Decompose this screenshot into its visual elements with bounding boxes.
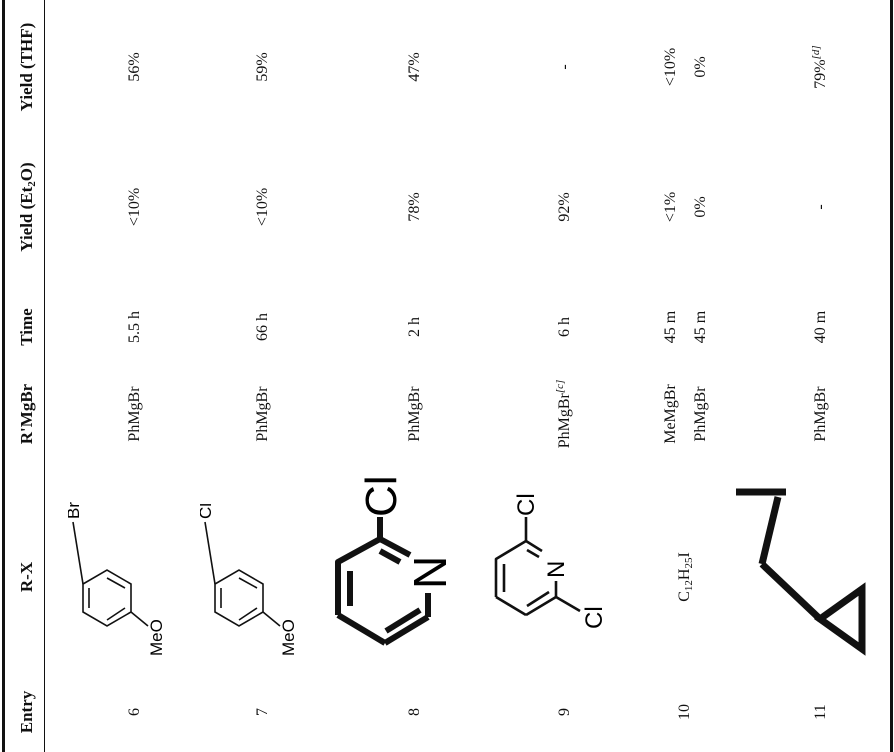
label-cl-right: Cl bbox=[513, 493, 540, 516]
yield-et2o-cell: <10% bbox=[126, 187, 143, 227]
structure-2-6-dichloropyridine: N Cl Cl bbox=[494, 493, 608, 629]
top-rule bbox=[2, 0, 5, 752]
label-cl: Cl bbox=[200, 503, 215, 519]
formula-h: H bbox=[676, 568, 693, 581]
label-n: N bbox=[404, 556, 456, 589]
header-yield-et2o-post: O) bbox=[17, 162, 36, 182]
yield-et2o-cell: 78% bbox=[406, 192, 423, 222]
reagent-cell: PhMgBr bbox=[254, 386, 271, 442]
structure-iodomethylcyclopropane bbox=[736, 488, 866, 656]
entry-cell: 8 bbox=[406, 708, 423, 716]
label-cl-left: Cl bbox=[581, 606, 608, 629]
label-cl: Cl bbox=[357, 475, 406, 517]
yield-thf-text: 79% bbox=[812, 59, 829, 89]
structure-2-chloropyridine: N Cl bbox=[335, 475, 456, 646]
time-cell: 66 h bbox=[254, 313, 271, 341]
header-yield-et2o: Yield (Et2O) bbox=[17, 162, 38, 252]
header-entry: Entry bbox=[17, 690, 36, 734]
yield-et2o-cell: 0% bbox=[692, 196, 709, 218]
header-yield-et2o-sub: 2 bbox=[26, 181, 38, 187]
time-cell: 2 h bbox=[406, 317, 423, 337]
reagent-cell: PhMgBr bbox=[126, 386, 143, 442]
formula-x: I bbox=[676, 552, 693, 558]
yield-thf-cell: 56% bbox=[126, 52, 143, 82]
time-cell: 5.5 h bbox=[126, 311, 143, 343]
footnote-c: [c] bbox=[554, 379, 566, 394]
time-cell: 40 m bbox=[812, 310, 829, 344]
header-yield-et2o-pre: Yield (Et bbox=[17, 186, 36, 252]
entry-cell: 7 bbox=[254, 708, 271, 716]
header-rx: R-X bbox=[17, 561, 36, 593]
reagent-cell: MeMgBr bbox=[662, 384, 679, 444]
formula-c: C bbox=[676, 591, 693, 602]
reagent-cell: PhMgBr bbox=[406, 386, 423, 442]
yield-et2o-cell: - bbox=[812, 204, 829, 210]
yield-thf-cell: - bbox=[556, 64, 573, 70]
label-n: N bbox=[543, 561, 570, 578]
formula-c-sub: 12 bbox=[683, 580, 695, 592]
time-cell: 45 m bbox=[662, 310, 679, 344]
time-cell: 45 m bbox=[692, 310, 709, 344]
yield-thf-cell: 47% bbox=[406, 52, 423, 82]
label-br: Br bbox=[68, 502, 83, 519]
structure-3-methoxychlorobenzene: MeO Cl bbox=[200, 503, 296, 656]
header-reagent: R'MgBr bbox=[17, 383, 36, 445]
header-rule bbox=[44, 0, 45, 752]
time-cell: 6 h bbox=[556, 317, 573, 337]
yield-et2o-cell: 92% bbox=[556, 192, 573, 222]
entry-cell: 6 bbox=[126, 708, 143, 716]
entry-cell: 10 bbox=[676, 704, 693, 720]
yield-thf-cell: <10% bbox=[662, 47, 679, 87]
reagent-cell: PhMgBr[c] bbox=[554, 379, 575, 449]
reagent-cell: PhMgBr bbox=[692, 386, 709, 442]
yield-et2o-cell: <1% bbox=[662, 191, 679, 223]
formula-h-sub: 25 bbox=[683, 557, 695, 569]
yield-thf-cell: 59% bbox=[254, 52, 271, 82]
header-yield-thf: Yield (THF) bbox=[17, 22, 36, 112]
reagent-cell: PhMgBr bbox=[812, 386, 829, 442]
entry-cell: 9 bbox=[556, 708, 573, 716]
label-meo: MeO bbox=[279, 619, 296, 656]
yield-thf-cell: 0% bbox=[692, 56, 709, 78]
bottom-rule bbox=[890, 0, 893, 752]
formula-cell: C12H25I bbox=[676, 552, 695, 602]
entry-cell: 11 bbox=[812, 704, 829, 720]
header-time: Time bbox=[17, 308, 36, 346]
structure-3-methoxybromobenzene: MeO Br bbox=[68, 502, 164, 656]
label-meo: MeO bbox=[147, 619, 164, 656]
yield-thf-cell: 79%[d] bbox=[810, 45, 831, 89]
footnote-d: [d] bbox=[810, 45, 822, 60]
reagent-text: PhMgBr bbox=[556, 393, 573, 449]
yield-et2o-cell: <10% bbox=[254, 187, 271, 227]
